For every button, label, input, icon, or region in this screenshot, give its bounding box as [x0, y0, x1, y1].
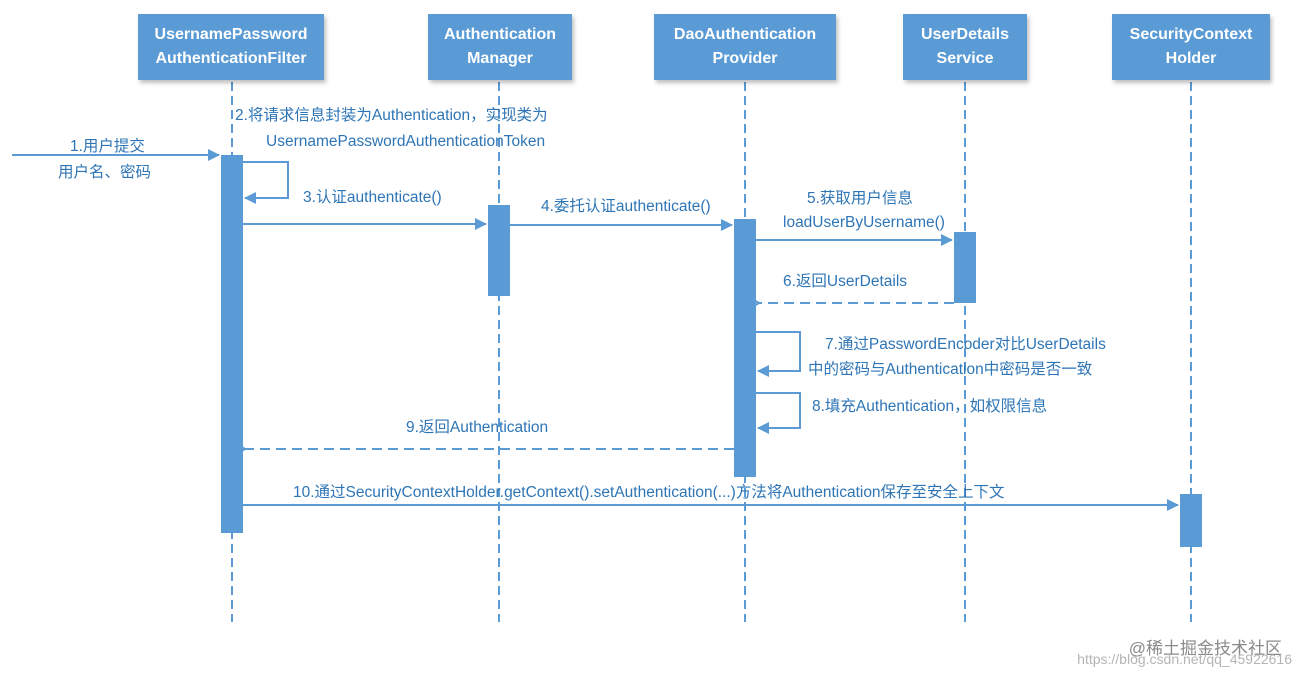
- msg4-label: 4.委托认证authenticate(): [541, 198, 711, 215]
- participant-dao-line2: Provider: [712, 50, 778, 67]
- msg2-label-line2: UsernamePasswordAuthenticationToken: [266, 133, 546, 150]
- participant-sch-line2: Holder: [1165, 50, 1217, 67]
- activation-sch: [1180, 494, 1202, 547]
- msg1-label-line2: 用户名、密码: [58, 164, 152, 181]
- watermark-brand: @稀土掘金技术社区: [1128, 639, 1282, 658]
- participant-sch: SecurityContext Holder: [1112, 14, 1270, 80]
- participant-filter-line2: AuthenticationFilter: [155, 50, 307, 67]
- activation-dao: [734, 219, 756, 477]
- msg5-label-line2: loadUserByUsername(): [783, 214, 945, 231]
- participant-uds-line2: Service: [936, 50, 994, 67]
- msg7-self-loop: [756, 331, 801, 377]
- participant-sch-line1: SecurityContext: [1129, 26, 1253, 43]
- participant-manager-line2: Manager: [467, 50, 533, 67]
- msg6-label: 6.返回UserDetails: [783, 273, 908, 290]
- msg7-label-line2: 中的密码与Authentication中密码是否一致: [808, 361, 1093, 378]
- watermark-url: https://blog.csdn.net/qq_45922616: [1077, 651, 1292, 667]
- participant-filter: UsernamePassword AuthenticationFilter: [138, 14, 324, 80]
- msg8-label: 8.填充Authentication，如权限信息: [812, 398, 1048, 415]
- msg10-label: 10.通过SecurityContextHolder.getContext().…: [293, 484, 1005, 501]
- activation-uds: [954, 232, 976, 303]
- participant-uds-line1: UserDetails: [920, 26, 1010, 43]
- msg9-label: 9.返回Authentication: [406, 419, 549, 436]
- msg2-label-line1: 2.将请求信息封装为Authentication，实现类为: [235, 107, 548, 124]
- participant-manager-line1: Authentication: [444, 26, 556, 43]
- activation-manager: [488, 205, 510, 296]
- msg3-label: 3.认证authenticate(): [303, 189, 442, 206]
- participant-dao: DaoAuthentication Provider: [654, 14, 836, 80]
- participant-dao-line1: DaoAuthentication: [673, 26, 817, 43]
- msg5-label-line1: 5.获取用户信息: [807, 190, 913, 207]
- participant-manager: Authentication Manager: [428, 14, 572, 80]
- msg7-label-line1: 7.通过PasswordEncoder对比UserDetails: [825, 336, 1106, 353]
- msg1-label-line1: 1.用户提交: [70, 138, 145, 155]
- participant-uds: UserDetails Service: [903, 14, 1027, 80]
- msg2-self-loop: [243, 161, 289, 204]
- activation-filter: [221, 155, 243, 533]
- msg8-self-loop: [756, 392, 801, 434]
- participant-filter-line1: UsernamePassword: [154, 26, 308, 43]
